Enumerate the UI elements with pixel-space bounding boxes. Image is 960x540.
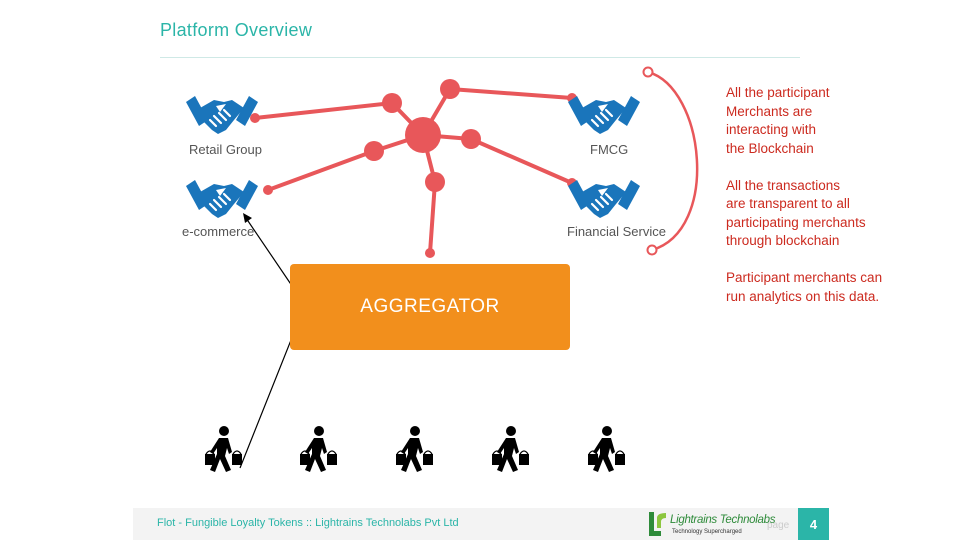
notes-panel: All the participant Merchants are intera… — [726, 84, 926, 325]
note-line: All the participant — [726, 85, 830, 100]
logo-tagline: Technology Supercharged — [672, 529, 742, 535]
merchant-label-financial-service: Financial Service — [567, 224, 666, 239]
network-node — [440, 79, 460, 99]
title-divider — [160, 57, 800, 58]
handshake-icon — [184, 178, 260, 220]
network-endpoint — [425, 248, 435, 258]
network-node — [382, 93, 402, 113]
network-endpoint — [263, 185, 273, 195]
page-number: 4 — [798, 508, 829, 540]
handshake-icon — [566, 178, 642, 220]
lightrains-logo: Lightrains Technolabs Technology Superch… — [646, 510, 775, 538]
handshake-icon — [184, 94, 260, 136]
network-endpoint — [250, 113, 260, 123]
network-node — [364, 141, 384, 161]
bracket-end-dot — [642, 66, 654, 78]
note-line: the Blockchain — [726, 140, 814, 156]
merchant-label-fmcg: FMCG — [590, 142, 629, 157]
note-line: are transparent to all — [726, 196, 850, 211]
note-paragraph: Participant merchants can run analytics … — [726, 269, 926, 306]
network-nodes — [250, 79, 577, 258]
handshake-icon — [566, 94, 642, 136]
footer-text: Flot - Fungible Loyalty Tokens :: Lightr… — [157, 517, 459, 529]
aggregator-box: AGGREGATOR — [290, 264, 570, 350]
merchant-label-retail-group: Retail Group — [189, 142, 262, 157]
page-title: Platform Overview — [160, 20, 313, 40]
lightrains-logo-mark-icon — [649, 512, 666, 536]
note-line: Participant merchants can — [726, 270, 883, 285]
note-line: participating merchants — [726, 214, 866, 230]
logo-name: Lightrains Technolabs — [670, 514, 776, 526]
shopper-icon — [299, 425, 338, 473]
bracket-end-dot — [646, 244, 658, 256]
network-node — [425, 172, 445, 192]
shopper-icon — [395, 425, 434, 473]
shopper-icon — [204, 425, 243, 473]
notes-bracket-arc — [647, 70, 699, 252]
note-line: through blockchain — [726, 233, 840, 248]
shopper-icon — [491, 425, 530, 473]
blockchain-hub-node — [405, 117, 441, 153]
note-line: All the transactions — [726, 177, 841, 193]
footer-band — [133, 508, 798, 540]
note-paragraph: All the transactions are transparent to … — [726, 177, 926, 251]
note-line: Merchants are — [726, 103, 813, 119]
network-links — [253, 87, 574, 255]
note-line: interacting with — [726, 122, 817, 137]
merchant-label-ecommerce: e-commerce — [182, 224, 255, 239]
shopper-icon — [587, 425, 626, 473]
note-line: run analytics on this data. — [726, 288, 880, 304]
arrow-head-icon — [243, 213, 252, 223]
note-paragraph: All the participant Merchants are intera… — [726, 84, 926, 158]
page-word: page — [767, 520, 790, 531]
network-node — [461, 129, 481, 149]
aggregator-label: AGGREGATOR — [360, 296, 500, 317]
